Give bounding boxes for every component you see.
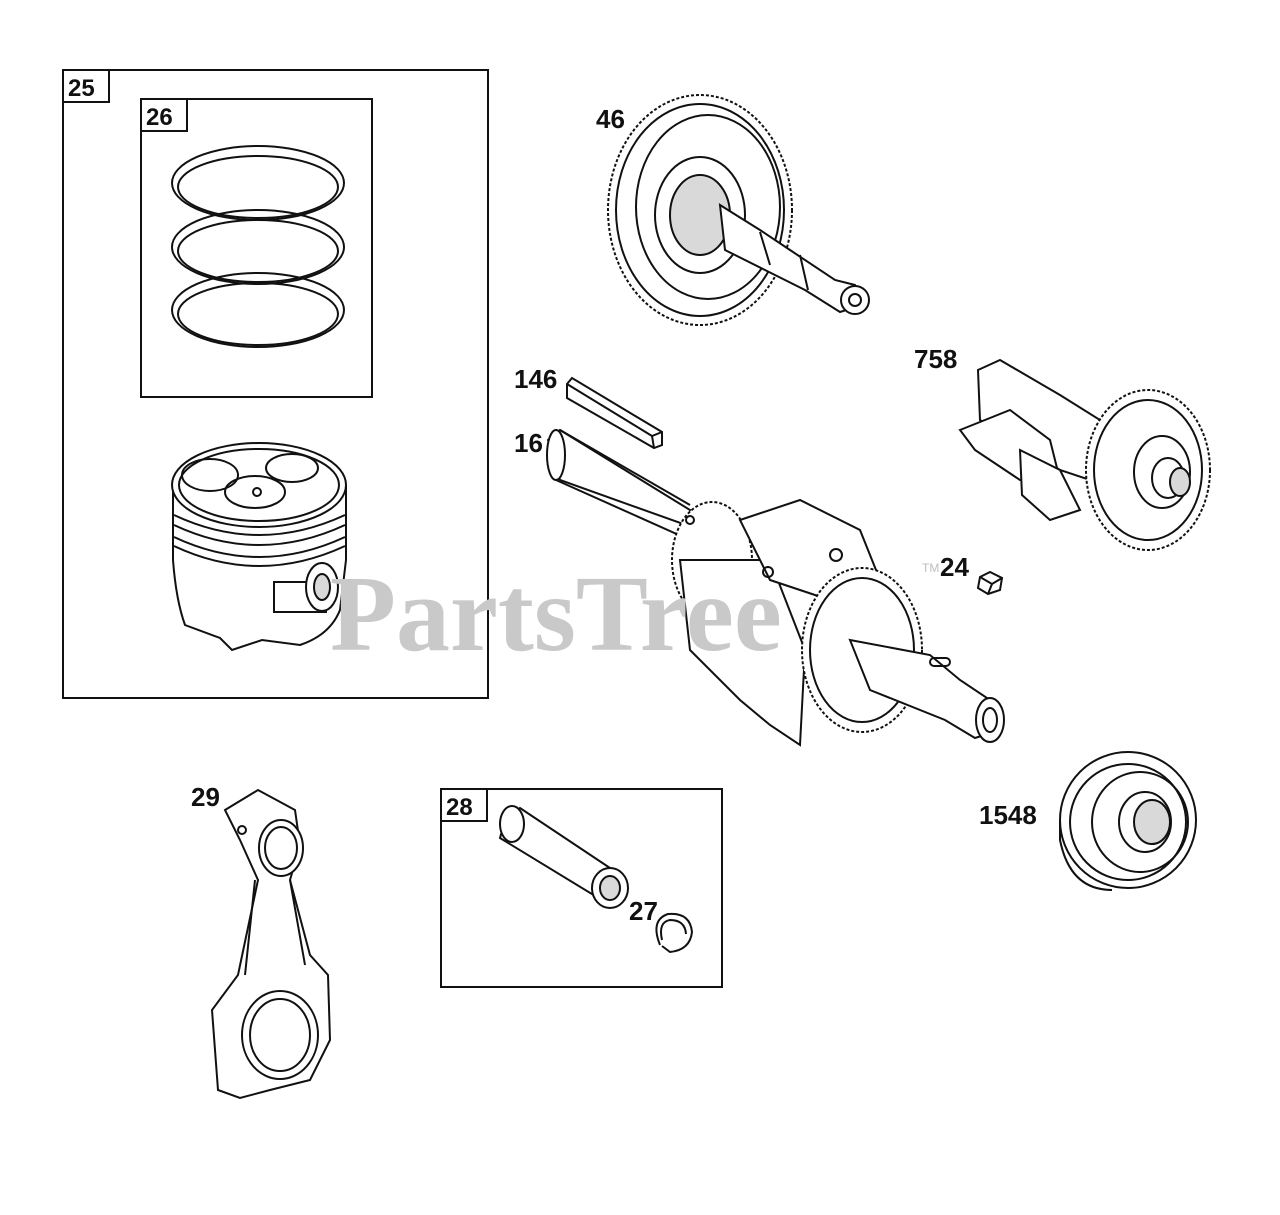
- callout-758[interactable]: 758: [914, 344, 957, 374]
- group-box-28: 28: [440, 788, 723, 988]
- callout-29[interactable]: 29: [191, 782, 220, 812]
- callout-24[interactable]: 24: [940, 552, 969, 582]
- piston-pin-drawing: [498, 805, 629, 909]
- balance-shaft-drawing: [958, 358, 1211, 551]
- piston-drawing: [171, 442, 347, 652]
- callout-25[interactable]: 25: [68, 75, 95, 102]
- bearing-drawing: [1059, 751, 1197, 891]
- callout-16[interactable]: 16: [514, 428, 543, 458]
- watermark-text: PartsTree: [330, 555, 782, 674]
- camshaft-drawing: [607, 94, 870, 326]
- callout-28[interactable]: 28: [446, 794, 473, 821]
- callout-26[interactable]: 26: [146, 104, 173, 131]
- connecting-rod-drawing: [210, 788, 332, 1100]
- callout-146[interactable]: 146: [514, 364, 557, 394]
- callout-46[interactable]: 46: [596, 104, 625, 134]
- callout-1548[interactable]: 1548: [979, 800, 1037, 830]
- piston-rings-drawing: [171, 145, 345, 348]
- crankshaft-drawing: [546, 428, 1005, 747]
- group-box-26: 26: [140, 98, 373, 398]
- watermark: PartsTree TM: [330, 555, 939, 674]
- small-key-drawing: [976, 570, 1004, 596]
- watermark-trademark: TM: [922, 561, 939, 575]
- callout-27[interactable]: 27: [629, 896, 658, 926]
- key-drawing: [566, 376, 663, 450]
- group-box-25: 25: [62, 69, 489, 699]
- circlip-drawing: [655, 912, 694, 954]
